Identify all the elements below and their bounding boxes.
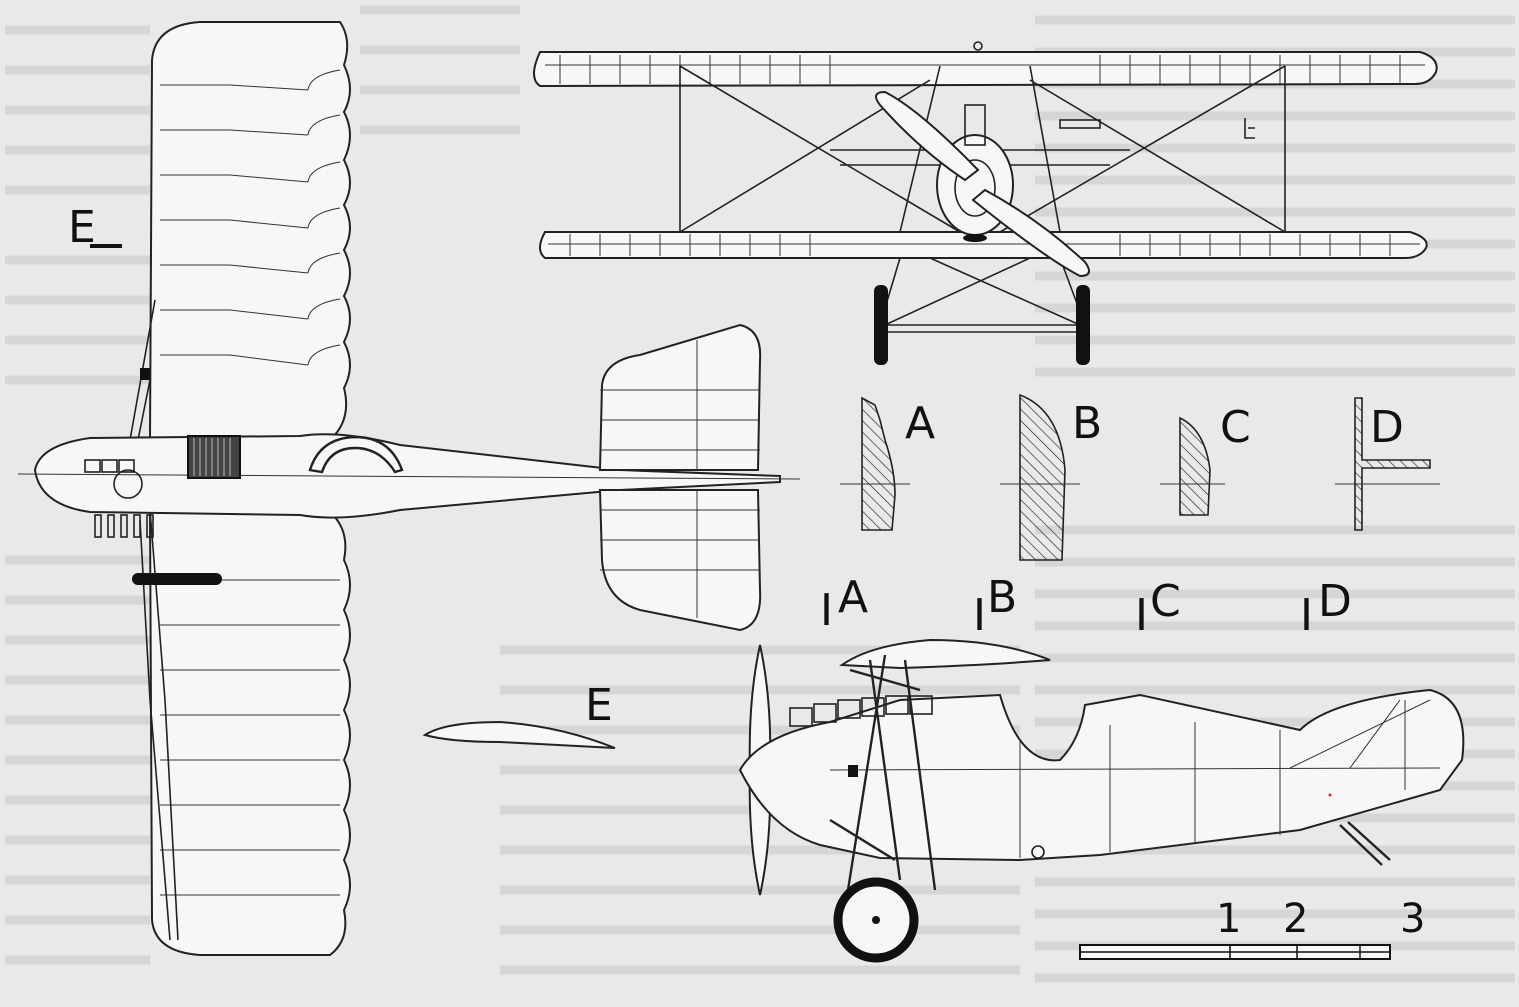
airfoil-label: E [585, 680, 613, 731]
side-fuselage-frames [829, 699, 1441, 858]
plan-upper-wing [148, 21, 351, 441]
scale-tick-3: 3 [1400, 896, 1425, 942]
side-tail-skid [1339, 821, 1391, 866]
cut-d-label: D [1318, 576, 1352, 627]
front-pitot [1244, 118, 1255, 139]
section-a-shape [861, 396, 896, 531]
section-d-label: D [1370, 402, 1404, 453]
cut-a-label: A [838, 572, 868, 623]
side-fuselage [738, 688, 1465, 862]
front-left-wheel [874, 285, 888, 365]
side-struts [829, 654, 937, 891]
cut-b-label: B [987, 572, 1017, 623]
front-lower-wing-ribs [548, 234, 1420, 256]
plan-engine-fins [193, 438, 231, 476]
front-upper-wing [533, 51, 1438, 88]
side-upper-wing [839, 638, 1051, 670]
plan-nose-details [84, 459, 154, 538]
front-propeller-blade-lower [971, 188, 1090, 278]
airfoil-shape [422, 720, 616, 749]
plan-view: E [17, 21, 801, 956]
front-upper-wing-ribs [545, 55, 1425, 84]
cut-a-mark: I [820, 585, 833, 636]
section-b-shape [1019, 393, 1066, 561]
strut-sections: A B C D [840, 393, 1440, 561]
scale-bar: 1 2 3 [1079, 896, 1425, 960]
front-engine-cowl [954, 159, 996, 217]
plan-cockpit [308, 435, 404, 474]
airfoil-section: E [422, 680, 616, 749]
plan-tail-ribs [600, 340, 760, 618]
section-c-label: C [1220, 402, 1251, 453]
scale-tick-1: 1 [1216, 896, 1241, 942]
plan-strut-fitting [140, 368, 150, 380]
side-fitting [848, 765, 858, 777]
section-a-label: A [905, 398, 935, 449]
front-cabane [964, 104, 986, 146]
front-fitting [973, 41, 983, 51]
plan-tailplane [598, 323, 762, 632]
section-d-shape [1354, 397, 1431, 531]
scale-tick-2: 2 [1283, 896, 1308, 942]
front-view [533, 41, 1438, 365]
plan-centerline [17, 473, 801, 480]
front-lower-wing [539, 231, 1428, 259]
cut-b-mark: I [973, 590, 986, 641]
front-struts-and-wires [679, 65, 1286, 333]
cut-c-label: C [1150, 576, 1181, 627]
front-belly-fitting [963, 234, 987, 242]
side-view: I A I B I C I D [738, 572, 1465, 963]
section-c-shape [1179, 416, 1211, 516]
side-step [1031, 845, 1045, 859]
plan-lower-ribs [160, 579, 340, 896]
plan-wheel [132, 573, 222, 585]
section-b-label: B [1072, 398, 1102, 449]
front-exhaust [1059, 119, 1101, 129]
front-propeller-blade-upper [875, 90, 980, 182]
plan-engine-block [187, 435, 241, 479]
cut-d-mark: I [1300, 590, 1313, 641]
plan-upper-ribs [160, 69, 341, 366]
front-right-wheel [1076, 285, 1090, 365]
plan-lower-wing [148, 508, 351, 956]
cut-c-mark: I [1135, 590, 1148, 641]
side-wheel-hub [872, 916, 880, 924]
side-red-dot [1328, 793, 1332, 797]
